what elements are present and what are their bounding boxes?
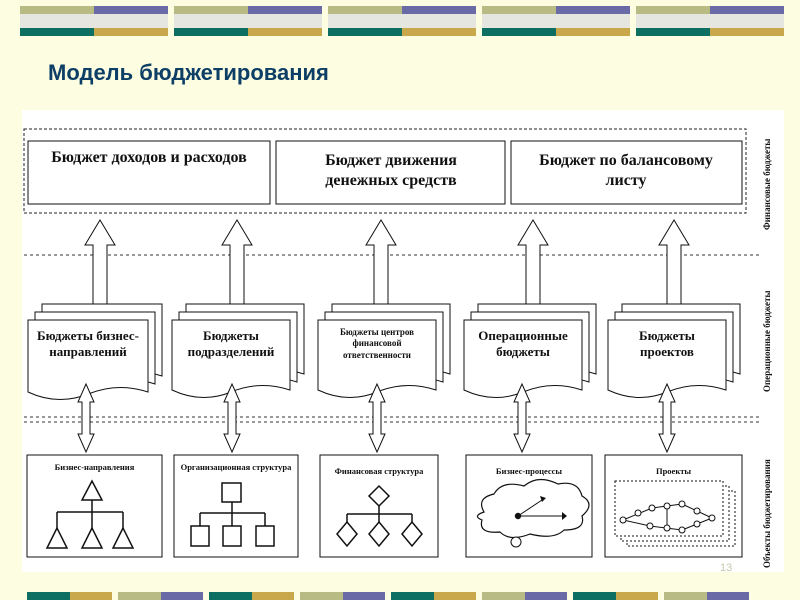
bidirectional-arrows bbox=[77, 382, 676, 454]
upward-arrows bbox=[84, 219, 690, 315]
up-arrow bbox=[365, 219, 397, 315]
band-tile bbox=[328, 6, 476, 36]
diagram-graphics bbox=[23, 128, 762, 558]
band-tile bbox=[664, 592, 749, 600]
operational-budget-label: Бюджеты проектов bbox=[639, 327, 695, 359]
layer-label-objects: Объекты бюджетирования bbox=[762, 459, 772, 568]
double-arrow bbox=[513, 382, 531, 454]
budgeting-object-label: Финансовая структура bbox=[334, 466, 424, 476]
layer-label-operational: Операционные бюджеты bbox=[762, 290, 772, 392]
band-tile bbox=[482, 6, 630, 36]
operational-budget-label: Бюджеты подразделений bbox=[187, 327, 275, 359]
up-arrow bbox=[658, 219, 690, 315]
operational-budget-label: Операционные бюджеты bbox=[478, 327, 568, 359]
band-tile bbox=[20, 6, 168, 36]
up-arrow bbox=[84, 219, 116, 305]
double-arrow bbox=[223, 382, 241, 454]
business-process-cloud bbox=[476, 478, 590, 548]
slide-title: Модель бюджетирования bbox=[48, 60, 329, 85]
operational-budget-label: Бюджеты центров финансовой ответственнос… bbox=[339, 327, 414, 360]
org-structure-tree bbox=[190, 482, 275, 547]
band-tile bbox=[27, 592, 112, 600]
budgeting-object-label: Проекты bbox=[655, 466, 692, 476]
up-arrow bbox=[517, 219, 549, 315]
up-arrow bbox=[221, 219, 253, 315]
double-arrow bbox=[77, 382, 95, 454]
financial-structure-tree bbox=[336, 484, 423, 548]
double-arrow bbox=[658, 382, 676, 454]
bottom-decorative-band bbox=[27, 592, 749, 600]
financial-budget-box bbox=[27, 140, 271, 205]
band-tile bbox=[482, 592, 567, 600]
operational-stacks bbox=[27, 303, 741, 400]
financial-budget-label: Бюджет движения денежных средств bbox=[325, 152, 457, 189]
band-tile bbox=[391, 592, 476, 600]
financial-budget-label: Бюджет доходов и расходов bbox=[51, 149, 247, 166]
page-number: 13 bbox=[720, 562, 733, 574]
business-directions-tree bbox=[45, 479, 135, 549]
financial-budget-box bbox=[275, 140, 506, 205]
band-tile bbox=[636, 6, 784, 36]
band-tile bbox=[573, 592, 658, 600]
band-tile bbox=[118, 592, 203, 600]
financial-layer-frame bbox=[23, 128, 747, 214]
financial-budget-box bbox=[510, 140, 743, 205]
budgeting-model-diagram: Бюджет доходов и расходов Бюджет движени… bbox=[22, 110, 784, 572]
budgeting-object-label: Бизнес-направления bbox=[54, 462, 135, 472]
layer-label-financial: Финансовые бюджеты bbox=[762, 138, 772, 230]
budgeting-object-label: Организационная структура bbox=[180, 462, 292, 472]
band-tile bbox=[174, 6, 322, 36]
projects-network bbox=[614, 480, 736, 547]
top-decorative-band bbox=[20, 6, 784, 36]
band-tile bbox=[209, 592, 294, 600]
financial-budget-label: Бюджет по балансовому листу bbox=[539, 152, 713, 189]
double-arrow bbox=[368, 382, 386, 454]
budgeting-object-label: Бизнес-процессы bbox=[495, 466, 563, 476]
band-tile bbox=[300, 592, 385, 600]
operational-budget-label: Бюджеты бизнес-направлений bbox=[37, 327, 139, 359]
